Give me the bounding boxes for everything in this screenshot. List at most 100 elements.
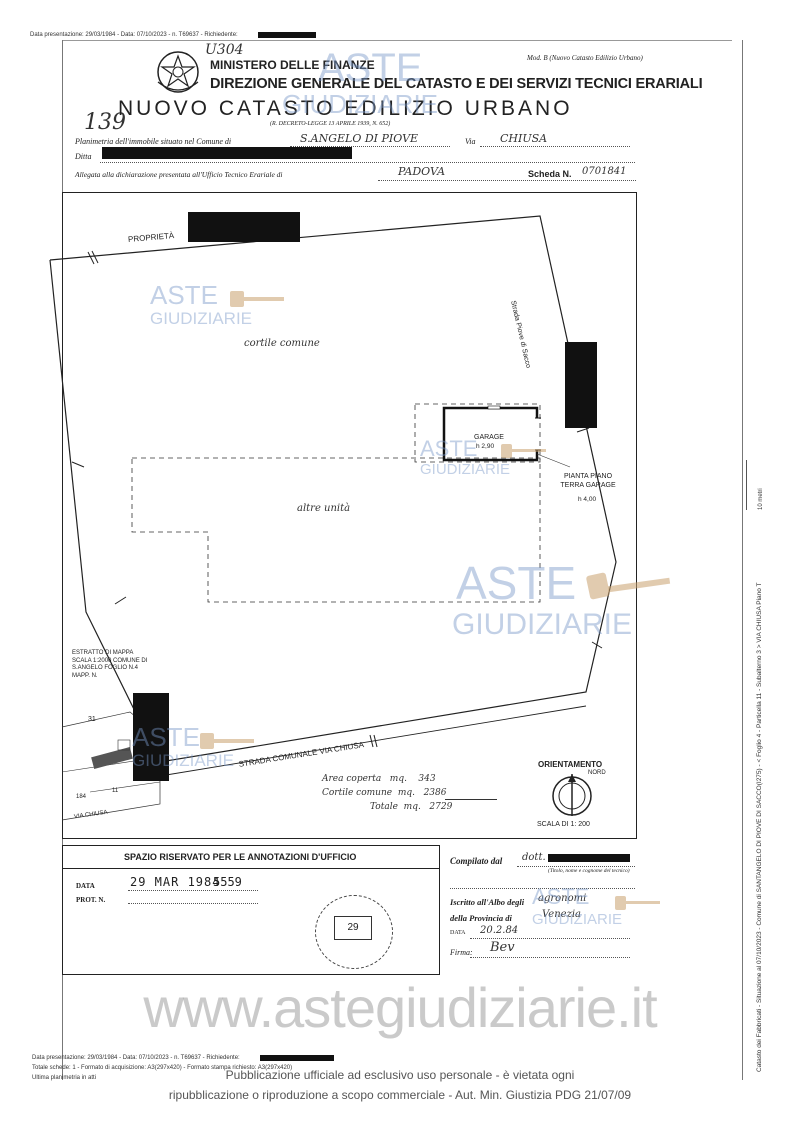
- area-row-1: Area coperta mq. 343: [322, 774, 436, 784]
- bottom-meta-1: Data presentazione: 29/03/1984 - Data: 0…: [32, 1055, 240, 1061]
- pianta-label: PIANTA PIANO TERRA GARAGE: [560, 473, 616, 489]
- prot-line: [128, 903, 258, 904]
- watermark-3: ASTE: [456, 557, 577, 609]
- firma-value: Bev: [490, 940, 515, 955]
- scala-label: SCALA DI 1: 200: [537, 821, 590, 828]
- gavel-icon: [200, 733, 254, 749]
- data-line: [128, 890, 258, 891]
- garage-height: h 2,90: [476, 443, 495, 450]
- provincia-label: della Provincia di: [450, 913, 512, 923]
- republic-emblem-icon: [157, 51, 199, 93]
- bottom-meta-3: Ultima planimetria in atti: [32, 1075, 97, 1081]
- ditta-label: Ditta: [75, 152, 92, 161]
- scheda-value: 0701841: [582, 166, 627, 177]
- firma-label: Firma:: [450, 948, 473, 957]
- right-border: [742, 40, 743, 1080]
- provincia-value: Venezia: [542, 909, 582, 920]
- office-data-label: DATA: [76, 882, 95, 890]
- watermark-4: ASTE: [132, 722, 200, 752]
- gavel-icon: [501, 444, 546, 458]
- ufficio-value: PADOVA: [398, 165, 446, 178]
- decree-note: (R. DECRETO-LEGGE 13 APRILE 1939, N. 652…: [270, 121, 391, 127]
- office-divider: [62, 868, 439, 869]
- plan-frame: [62, 192, 637, 839]
- office-title: SPAZIO RISERVATO PER LE ANNOTAZIONI D'UF…: [124, 852, 357, 862]
- office-data-num: 5559: [213, 875, 242, 889]
- ditta-line: [100, 162, 635, 163]
- watermark-1-sub: GIUDIZIARIE: [150, 309, 253, 328]
- pianta-height: h 4,00: [578, 496, 597, 503]
- watermark-top: ASTE: [318, 46, 423, 90]
- map-num-1: 31: [88, 716, 96, 723]
- cortile-label: cortile comune: [244, 338, 320, 349]
- ref-number: 139: [84, 110, 126, 135]
- neighbor-redaction: [565, 342, 597, 428]
- compilato-data-line: [470, 938, 630, 939]
- scale-bar: [746, 460, 747, 510]
- via-label: Via: [465, 137, 476, 146]
- footer-line-1: Pubblicazione ufficiale ad esclusivo uso…: [225, 1068, 575, 1082]
- watermark-5: ASTE: [532, 884, 590, 909]
- watermark-1: ASTE: [150, 280, 218, 310]
- document-title: NUOVO CATASTO EDILIZIO URBANO: [118, 97, 573, 120]
- map-redaction: [133, 693, 169, 781]
- watermark-5-sub: GIUDIZIARIE: [532, 911, 623, 928]
- via-line: [480, 146, 630, 147]
- scale-mark: 10 metri: [758, 488, 764, 510]
- watermark-top-sub: GIUDIZIARIE: [282, 89, 439, 119]
- top-divider: [62, 40, 732, 41]
- gavel-icon: [230, 291, 284, 307]
- ministry-name: MINISTERO DELLE FINANZE: [210, 58, 375, 72]
- redaction: [258, 32, 316, 38]
- stamp-number: 29: [334, 916, 372, 940]
- watermark-2: ASTE: [420, 436, 478, 461]
- via-value: CHIUSA: [500, 132, 548, 145]
- floor-plan-drawing: [49, 215, 617, 821]
- ditta-redaction: [102, 147, 352, 159]
- allegata-label: Allegata alla dichiarazione presentata a…: [75, 170, 283, 179]
- directorate-name: DIREZIONE GENERALE DEL CATASTO E DEI SER…: [210, 76, 703, 92]
- iscritto-value: agronomi: [538, 893, 587, 904]
- compilato-data-value: 20.2.84: [480, 925, 519, 936]
- altre-unita-label: altre unità: [297, 503, 351, 514]
- gavel-icon: [586, 572, 671, 600]
- blank-line: [450, 888, 635, 889]
- area-sum-line: [445, 799, 497, 800]
- map-num-2: 11: [112, 788, 119, 794]
- watermark-2-sub: GIUDIZIARIE: [420, 461, 511, 478]
- bottom-meta-2: Totale schede: 1 - Formato di acquisizio…: [32, 1065, 293, 1071]
- gavel-icon: [615, 896, 660, 910]
- map-num-3: 184: [76, 794, 87, 800]
- comune-line: [290, 146, 450, 147]
- office-data-value: 29 MAR 1984: [130, 875, 221, 889]
- watermark-4-sub: GIUDIZIARIE: [132, 751, 235, 770]
- garage-label: GARAGE: [474, 434, 504, 441]
- nord-label: NORD: [588, 770, 606, 776]
- orientamento-label: ORIENTAMENTO: [538, 760, 603, 769]
- compilato-data-label: DATA: [450, 930, 466, 936]
- scheda-label: Scheda N.: [528, 169, 572, 179]
- website-watermark: www.astegiudiziarie.it: [143, 976, 657, 1039]
- office-stamp: [315, 895, 393, 969]
- compass-icon: [552, 774, 592, 816]
- footer-line-2: ripubblicazione o riproduzione a scopo c…: [168, 1088, 632, 1102]
- allegata-line: [378, 180, 636, 181]
- iscritto-label: Iscritto all'Albo degli: [450, 897, 525, 907]
- bottom-redaction: [260, 1055, 334, 1061]
- model-label: Mod. B (Nuovo Catasto Edilizio Urbano): [527, 54, 643, 62]
- owner-redaction: [188, 212, 300, 242]
- top-meta: Data presentazione: 29/03/1984 - Data: 0…: [30, 32, 238, 38]
- office-prot-label: PROT. N.: [76, 896, 106, 904]
- estratto-label: ESTRATTO DI MAPPA SCALA 1:2000 COMUNE DI…: [72, 650, 148, 679]
- compilato-line: [517, 866, 635, 867]
- tech-redaction: [548, 854, 630, 862]
- planimetry-label: Planimetria dell'immobile situato nel Co…: [75, 137, 232, 146]
- compilato-value: dott.: [522, 852, 546, 863]
- watermark-3-sub: GIUDIZIARIE: [452, 608, 633, 641]
- hand-code: U304: [205, 42, 244, 58]
- area-row-2: Cortile comune mq. 2386: [322, 788, 447, 798]
- compilato-subnote: (Titolo, nome e cognome del tecnico): [548, 868, 630, 874]
- office-frame: [62, 845, 440, 975]
- compilato-label: Compilato dal: [450, 856, 503, 866]
- area-row-3: Totale mq. 2729: [370, 802, 453, 812]
